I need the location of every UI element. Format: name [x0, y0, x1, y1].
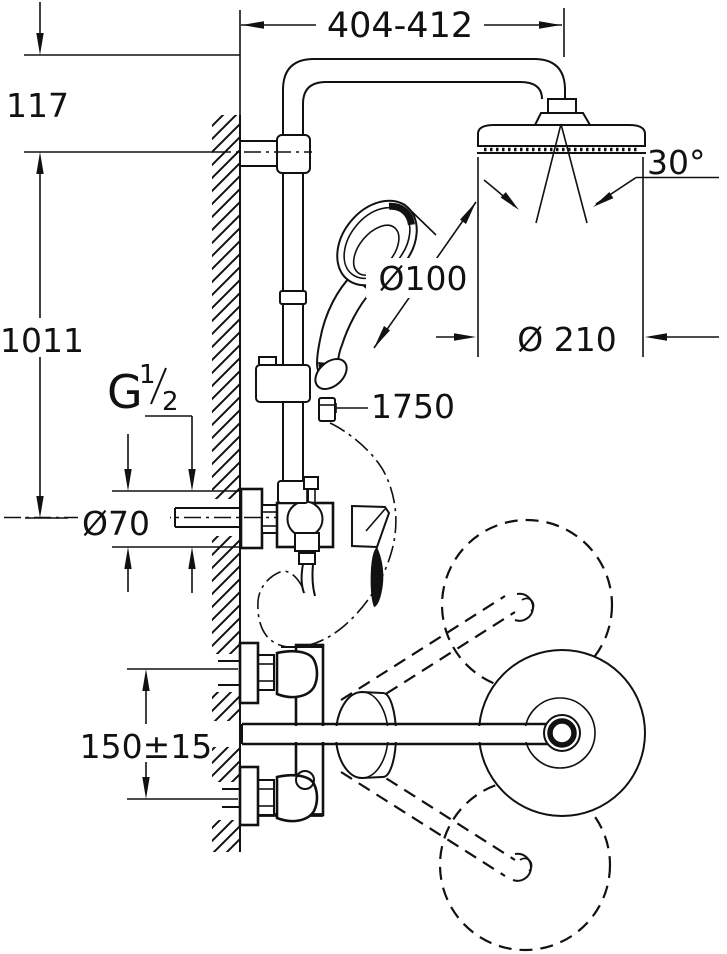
dim-arm-top-offset: 117 [6, 86, 69, 125]
mixer-cross-section [218, 518, 646, 952]
holder-cone [314, 358, 348, 390]
pivot-hook-bottom [512, 852, 532, 882]
diverter-knob [303, 476, 319, 490]
head-shower [477, 98, 646, 224]
union-nut [261, 504, 278, 534]
shower-hose [257, 422, 397, 648]
hose-nipple [318, 397, 336, 422]
wall-escutcheon [239, 487, 264, 550]
dim-hand-shower-diameter: Ø100 [379, 259, 468, 298]
lever-blade [370, 547, 384, 607]
dim-head-tilt-angle: 30° [647, 143, 706, 182]
slide-bar-holder [255, 356, 348, 422]
spray-plate-edge [388, 202, 415, 226]
exposed-mixer-front [4, 476, 391, 607]
wall-section [211, 10, 241, 852]
thread-denominator: 2 [162, 387, 179, 417]
slider-body [255, 364, 311, 403]
dim-wall-union-diameter: Ø70 [82, 504, 150, 543]
dimension-lines: 404-412 117 1011 30° Ø100 [0, 2, 719, 800]
dim-column-height: 1011 [0, 321, 84, 360]
ball-joint-nut [547, 98, 577, 114]
head-shower-body [477, 124, 646, 147]
pivot-hook-top [514, 592, 534, 622]
screw-hole [295, 770, 315, 790]
riser-collar [277, 480, 309, 504]
thread-size-label: G 1 2 [107, 360, 179, 419]
dim-head-shower-diameter: Ø 210 [517, 320, 616, 359]
dim-projection-width: 404-412 [327, 6, 473, 46]
cartridge-dome [286, 500, 324, 538]
thread-base: G [107, 365, 143, 419]
dim-hose-length: 1750 [371, 387, 455, 426]
thread-numerator: 1 [139, 360, 156, 390]
dim-connection-spacing: 150±15 [80, 727, 213, 766]
shower-column [239, 58, 566, 503]
